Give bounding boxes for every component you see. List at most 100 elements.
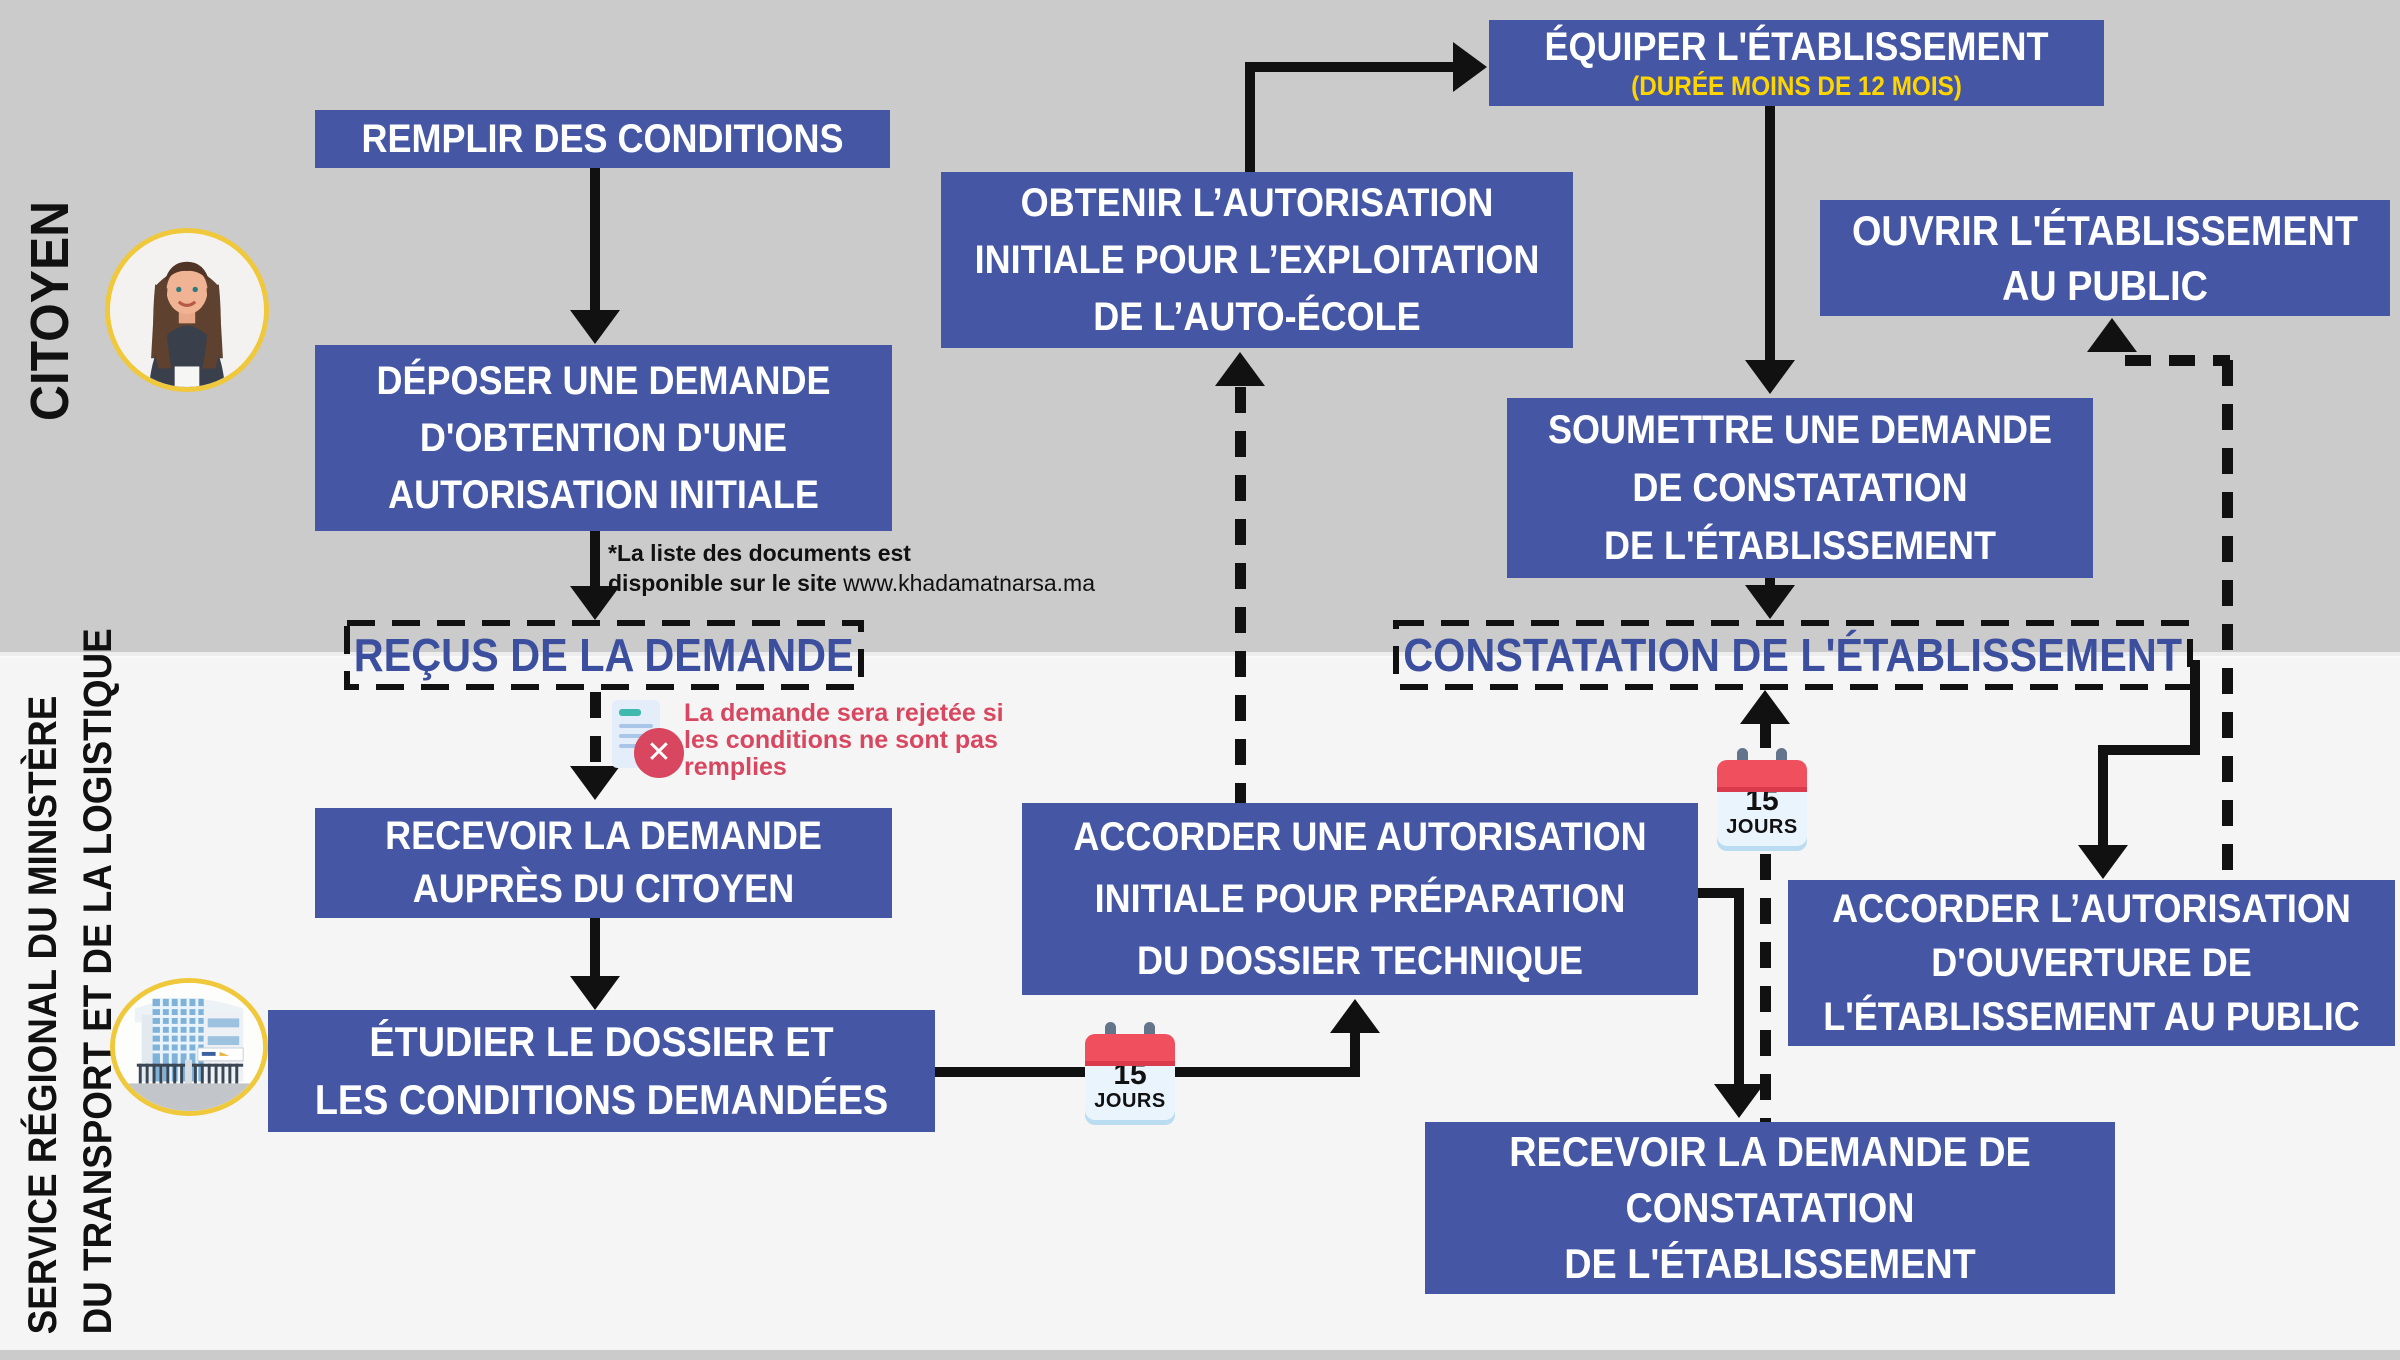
step-remplir-conditions: REMPLIR DES CONDITIONS bbox=[315, 110, 890, 168]
building-icon bbox=[115, 983, 263, 1111]
arrow-line bbox=[1245, 62, 1457, 72]
step-label: OUVRIR L'ÉTABLISSEMENT bbox=[1851, 207, 2358, 254]
step-label: DE L’AUTO-ÉCOLE bbox=[1093, 294, 1421, 339]
arrow-line bbox=[2098, 745, 2108, 847]
step-equiper-etablissement: ÉQUIPER L'ÉTABLISSEMENT (DURÉE MOINS DE … bbox=[1489, 20, 2104, 106]
arrow-line bbox=[1734, 888, 1744, 1086]
arrow-head bbox=[1453, 42, 1487, 92]
arrow-line bbox=[590, 531, 600, 589]
arrow-line bbox=[2222, 360, 2233, 880]
arrow-head bbox=[570, 766, 620, 800]
note-rejection-line: La demande sera rejetée si bbox=[684, 699, 1004, 727]
arrow-head bbox=[1215, 352, 1265, 386]
step-obtenir-autorisation: OBTENIR L’AUTORISATION INITIALE POUR L’E… bbox=[941, 172, 1573, 348]
arrow-head bbox=[2087, 318, 2137, 352]
arrow-line bbox=[1765, 106, 1775, 362]
step-label: AU PUBLIC bbox=[2002, 262, 2208, 309]
step-recevoir-demande: RECEVOIR LA DEMANDE AUPRÈS DU CITOYEN bbox=[315, 808, 892, 918]
step-accorder-autorisation-initiale: ACCORDER UNE AUTORISATION INITIALE POUR … bbox=[1022, 803, 1698, 995]
document-line bbox=[619, 744, 643, 748]
arrow-line bbox=[590, 918, 600, 978]
calendar-header bbox=[1085, 1034, 1175, 1066]
step-label: DÉPOSER UNE DEMANDE bbox=[376, 358, 831, 403]
step-ouvrir-etablissement: OUVRIR L'ÉTABLISSEMENT AU PUBLIC bbox=[1820, 200, 2390, 316]
step-soumettre-demande-constatation: SOUMETTRE UNE DEMANDE DE CONSTATATION DE… bbox=[1507, 398, 2093, 578]
step-label: L'ÉTABLISSEMENT AU PUBLIC bbox=[1823, 995, 2360, 1039]
arrow-line bbox=[1760, 722, 1771, 1122]
step-label: AUTORISATION INITIALE bbox=[388, 472, 819, 517]
arrow-line bbox=[1765, 578, 1775, 588]
step-label: DE L'ÉTABLISSEMENT bbox=[1604, 524, 1996, 568]
arrow-line bbox=[1245, 62, 1255, 172]
document-line bbox=[619, 734, 653, 738]
arrow-head bbox=[570, 976, 620, 1010]
arrow-line bbox=[2190, 660, 2200, 755]
milestone-constatation: CONSTATATION DE L'ÉTABLISSEMENT bbox=[1393, 620, 2193, 690]
step-label: RECEVOIR LA DEMANDE bbox=[385, 814, 822, 858]
arrow-head bbox=[570, 310, 620, 344]
delay-unit: JOURS bbox=[1726, 816, 1798, 838]
woman-avatar-icon bbox=[110, 233, 264, 387]
note-documents-line2: disponible sur le site www.khadamatnarsa… bbox=[608, 568, 1095, 598]
arrow-line bbox=[590, 168, 600, 314]
delay-unit: JOURS bbox=[1094, 1090, 1166, 1112]
step-label: DE CONSTATATION bbox=[1632, 466, 1968, 510]
step-label: DU DOSSIER TECHNIQUE bbox=[1136, 939, 1584, 983]
ministry-lane-label-line1: SERVICE RÉGIONAL DU MINISTÈRE bbox=[21, 695, 65, 1335]
note-rejection-line: les conditions ne sont pas bbox=[684, 726, 998, 754]
calendar-header bbox=[1717, 760, 1807, 792]
step-label: OBTENIR L’AUTORISATION bbox=[1020, 180, 1494, 225]
step-label: ÉTUDIER LE DOSSIER ET bbox=[369, 1018, 834, 1065]
note-rejection: La demande sera rejetée si les condition… bbox=[684, 700, 1004, 781]
step-label: DE L'ÉTABLISSEMENT bbox=[1564, 1240, 1976, 1287]
arrow-head bbox=[1745, 360, 1795, 394]
arrow-line bbox=[2125, 355, 2230, 366]
step-label: INITIALE POUR L’EXPLOITATION bbox=[974, 237, 1540, 282]
step-duration-note: (DURÉE MOINS DE 12 MOIS) bbox=[1631, 71, 1962, 101]
citizen-avatar bbox=[105, 228, 269, 392]
step-label: LES CONDITIONS DEMANDÉES bbox=[314, 1076, 889, 1123]
arrow-head bbox=[1330, 999, 1380, 1033]
step-label: D'OUVERTURE DE bbox=[1931, 941, 2252, 985]
milestone-recus-demande: REÇUS DE LA DEMANDE bbox=[344, 620, 864, 690]
ministry-building-icon bbox=[110, 978, 268, 1116]
delay-15-days-constatation-calendar-icon: 15 JOURS bbox=[1717, 748, 1807, 846]
step-label: CONSTATATION bbox=[1625, 1184, 1915, 1231]
arrow-line bbox=[1235, 387, 1246, 803]
step-accorder-autorisation-ouverture: ACCORDER L’AUTORISATION D'OUVERTURE DE L… bbox=[1788, 880, 2395, 1046]
step-label: INITIALE POUR PRÉPARATION bbox=[1094, 877, 1626, 921]
note-documents-line1: *La liste des documents est bbox=[608, 540, 911, 566]
step-label: ÉQUIPER L'ÉTABLISSEMENT bbox=[1544, 25, 2049, 69]
dashed-border bbox=[1393, 620, 2193, 690]
rejected-cross-icon: ✕ bbox=[634, 728, 684, 778]
citizen-lane-label: CITOYEN bbox=[4, 151, 96, 471]
step-label: ACCORDER L’AUTORISATION bbox=[1832, 887, 2351, 931]
arrow-head bbox=[2078, 845, 2128, 879]
arrow-head bbox=[1740, 690, 1790, 724]
milestone-label: CONSTATATION DE L'ÉTABLISSEMENT bbox=[1403, 629, 2183, 681]
step-label: SOUMETTRE UNE DEMANDE bbox=[1547, 408, 2053, 452]
note-documents-line2-bold: disponible sur le site bbox=[608, 570, 837, 596]
note-rejection-line: remplies bbox=[684, 753, 787, 781]
document-line bbox=[619, 724, 653, 728]
step-label: RECEVOIR LA DEMANDE DE bbox=[1509, 1128, 2031, 1175]
citizen-lane-label-text: CITOYEN bbox=[20, 201, 80, 421]
step-label: REMPLIR DES CONDITIONS bbox=[361, 116, 844, 161]
step-label: D'OBTENTION D'UNE bbox=[419, 415, 788, 460]
note-documents-url: www.khadamatnarsa.ma bbox=[843, 570, 1096, 596]
step-recevoir-demande-constatation: RECEVOIR LA DEMANDE DE CONSTATATION DE L… bbox=[1425, 1122, 2115, 1294]
step-deposer-demande: DÉPOSER UNE DEMANDE D'OBTENTION D'UNE AU… bbox=[315, 345, 892, 531]
step-label: AUPRÈS DU CITOYEN bbox=[412, 867, 795, 911]
step-label: ACCORDER UNE AUTORISATION bbox=[1073, 815, 1647, 859]
arrow-head bbox=[1714, 1084, 1764, 1118]
dashed-border bbox=[344, 620, 864, 690]
arrow-line bbox=[1350, 1032, 1360, 1074]
arrow-line bbox=[1696, 888, 1744, 898]
arrow-head bbox=[1745, 585, 1795, 619]
delay-15-days-study-calendar-icon: 15 JOURS bbox=[1085, 1022, 1175, 1120]
lane-divider bbox=[0, 652, 2400, 658]
arrow-line bbox=[590, 692, 601, 768]
arrow-line bbox=[2098, 745, 2200, 755]
arrow-head bbox=[570, 586, 620, 620]
